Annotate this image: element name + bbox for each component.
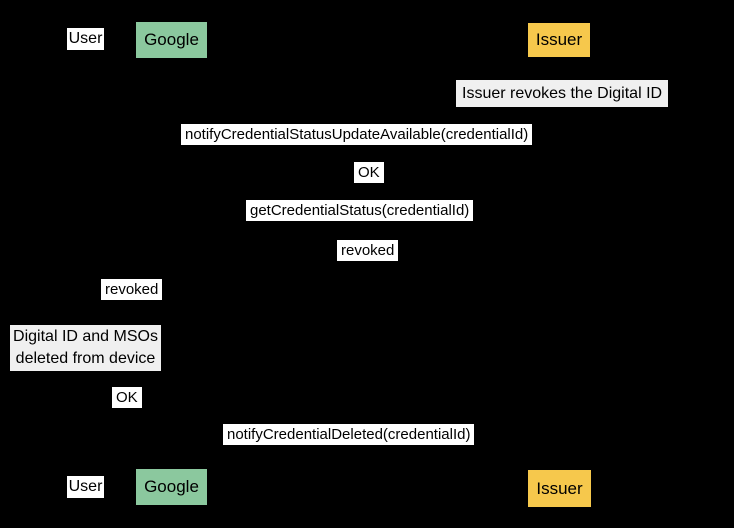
- label-issuer-revokes-digital-id: Issuer revokes the Digital ID: [456, 80, 669, 107]
- participant-issuer-bottom: Issuer: [528, 470, 591, 507]
- message-ok-1: OK: [354, 162, 384, 183]
- message-ok-2: OK: [112, 387, 142, 408]
- participant-user-bottom: User: [67, 476, 104, 498]
- participant-google-bottom: Google: [136, 469, 207, 505]
- note-digital-id-deleted: Digital ID and MSOs deleted from device: [10, 325, 161, 371]
- message-notify-credential-deleted: notifyCredentialDeleted(credentialId): [223, 424, 475, 445]
- participant-google-top: Google: [136, 22, 207, 58]
- message-get-credential-status: getCredentialStatus(credentialId): [246, 200, 474, 221]
- message-revoked-google-to-user: revoked: [101, 279, 163, 300]
- participant-user-top: User: [67, 28, 104, 50]
- message-notify-credential-status-update-available: notifyCredentialStatusUpdateAvailable(cr…: [181, 124, 533, 145]
- participant-issuer-top: Issuer: [528, 23, 590, 57]
- message-revoked-issuer-to-google: revoked: [337, 240, 399, 261]
